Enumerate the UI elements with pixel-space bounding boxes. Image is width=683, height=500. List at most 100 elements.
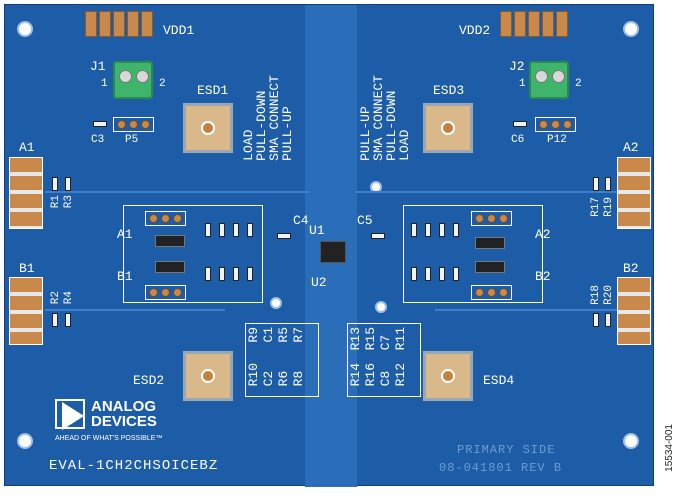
right-table-row-1: R13 R15 C7 R11 [348, 327, 408, 351]
left-table-r8: R8 [291, 370, 306, 387]
a2-jumper[interactable] [475, 237, 505, 249]
c3-capacitor [93, 121, 107, 127]
right-table-c7: C7 [378, 334, 393, 351]
p5-header[interactable] [113, 117, 154, 132]
logo-box [55, 399, 85, 430]
left-option-resistor-6 [219, 267, 225, 281]
r2-resistor [52, 313, 58, 327]
right-table-r15: R15 [363, 327, 378, 351]
b1-jumper[interactable] [155, 261, 185, 273]
pcb-board: VDD1 VDD2 J1 1 2 J2 1 2 C3 P5 C6 P12 ESD… [4, 4, 654, 487]
b2-inner-label: B2 [535, 269, 551, 284]
side-label: PRIMARY SIDE [457, 443, 556, 457]
left-table-row-1: R9 C1 R5 R7 [246, 327, 306, 343]
right-table-r12: R12 [393, 363, 408, 387]
logo-text-line1: ANALOG [91, 398, 156, 415]
board-name: EVAL-1CH2CHSOICEBZ [49, 458, 219, 474]
a1-jumper[interactable] [155, 235, 185, 247]
right-option-resistor-6 [425, 267, 431, 281]
esd3-pad[interactable] [423, 103, 473, 153]
r1-label: R1 [50, 195, 62, 209]
u2-label: U2 [311, 275, 327, 290]
r3-label: R3 [63, 195, 75, 209]
a2-selector-header-top[interactable] [471, 211, 512, 226]
right-option-pull-down: PULL-DOWN [384, 90, 399, 161]
right-selector-outline [403, 205, 543, 303]
j2-terminal-block[interactable] [529, 61, 569, 99]
b2-sma-label: B2 [623, 261, 639, 276]
c5-label: C5 [357, 213, 373, 228]
left-selector-outline [123, 205, 263, 303]
p5-label: P5 [125, 134, 139, 146]
j1-terminal-block[interactable] [113, 61, 153, 99]
r2-label: R2 [50, 291, 62, 305]
r4-resistor [65, 313, 71, 327]
r18-resistor [593, 313, 599, 327]
vdd1-label: VDD1 [163, 23, 195, 38]
b1-selector-header-bottom[interactable] [145, 285, 186, 300]
right-option-resistor-5 [411, 267, 417, 281]
left-table-r6: R6 [276, 370, 291, 387]
p12-label: P12 [547, 134, 567, 146]
left-option-resistor-5 [205, 267, 211, 281]
mounting-hole-center-right [375, 301, 387, 313]
left-option-pull-down: PULL-DOWN [254, 90, 269, 161]
esd4-pad[interactable] [423, 351, 473, 401]
mounting-hole-top-left [17, 21, 33, 37]
ic-soic-package[interactable] [320, 241, 346, 263]
b1-sma-connector[interactable] [9, 277, 43, 345]
b2-sma-connector[interactable] [617, 277, 651, 345]
esd2-pad[interactable] [183, 351, 233, 401]
a1-inner-label: A1 [117, 227, 133, 242]
a2-sma-connector[interactable] [617, 157, 651, 229]
vdd2-header[interactable] [500, 11, 568, 37]
b2-jumper[interactable] [475, 261, 505, 273]
r3-resistor [65, 177, 71, 191]
trace-b2 [435, 309, 625, 311]
left-table-r10: R10 [246, 363, 261, 387]
logo-triangle-icon [62, 402, 84, 430]
left-option-pull-up: PULL-UP [280, 106, 295, 161]
mounting-hole-center-left [270, 297, 282, 309]
left-table-r7: R7 [291, 327, 306, 343]
r1-resistor [52, 177, 58, 191]
right-option-resistor-1 [411, 223, 417, 237]
left-option-resistor-8 [247, 267, 253, 281]
mounting-hole-bottom-left [17, 433, 33, 449]
right-table-r13: R13 [348, 327, 363, 351]
analog-devices-logo: ANALOG DEVICES AHEAD OF WHAT'S POSSIBLE™ [55, 399, 205, 447]
vdd2-label: VDD2 [459, 23, 491, 38]
right-table-r11: R11 [393, 327, 408, 351]
figure-number: 15534-001 [664, 424, 675, 472]
r18-label: R18 [590, 285, 602, 305]
a1-sma-connector[interactable] [9, 157, 43, 229]
left-table-c1: C1 [261, 327, 276, 343]
mounting-hole-bottom-right [623, 433, 639, 449]
rev-label: 08-041801 REV B [439, 461, 563, 475]
b2-selector-header-bottom[interactable] [471, 285, 512, 300]
a1-selector-header-top[interactable] [145, 211, 186, 226]
left-resistor-table [245, 323, 319, 397]
right-option-resistor-4 [453, 223, 459, 237]
esd1-pad[interactable] [183, 103, 233, 153]
left-table-row-2: R10 C2 R6 R8 [246, 363, 306, 387]
c4-label: C4 [293, 213, 309, 228]
left-option-load: LOAD [241, 129, 256, 161]
r17-label: R17 [590, 197, 602, 217]
right-table-c8: C8 [378, 370, 393, 387]
esd4-label: ESD4 [483, 373, 515, 388]
vdd1-header[interactable] [85, 11, 153, 37]
c6-label: C6 [511, 134, 525, 146]
right-option-resistor-8 [453, 267, 459, 281]
c6-capacitor [513, 121, 527, 127]
mounting-hole-top-right [623, 21, 639, 37]
j2-label: J2 [509, 59, 525, 74]
right-options: PULL-UP SMA CONNECT PULL-DOWN LOAD [358, 75, 412, 161]
left-option-resistor-1 [205, 223, 211, 237]
left-option-resistor-4 [247, 223, 253, 237]
left-table-r9: R9 [246, 327, 261, 343]
p12-header[interactable] [535, 117, 576, 132]
right-resistor-table [347, 323, 421, 397]
right-option-load: LOAD [397, 129, 412, 161]
right-table-row-2: R14 R16 C8 R12 [348, 363, 408, 387]
